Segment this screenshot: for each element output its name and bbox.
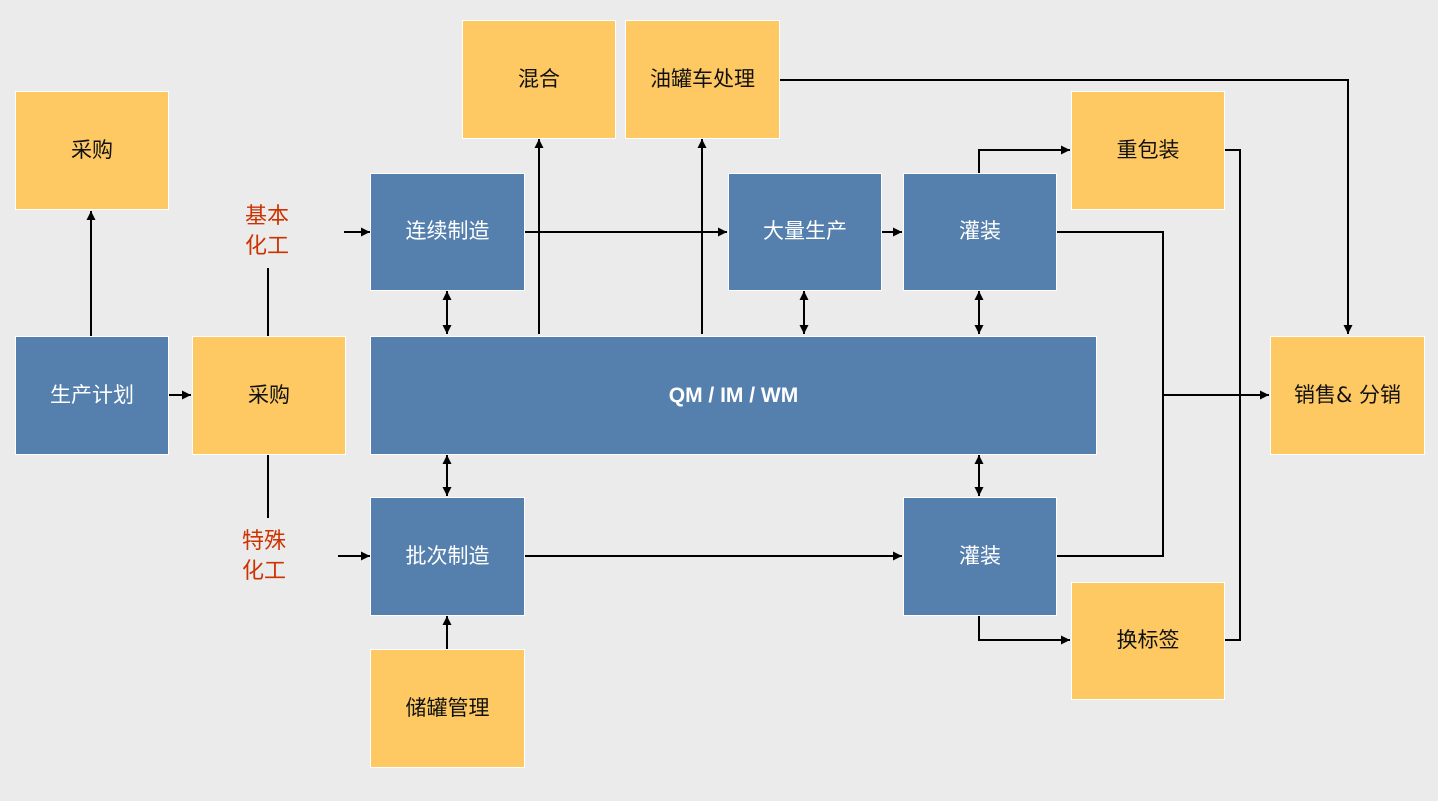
procure-label: 采购: [248, 382, 290, 407]
specialty-chemicals-label: 特殊 化工: [234, 527, 294, 587]
filling-bottom-box[interactable]: 灌装: [903, 497, 1057, 616]
repackaging-label: 重包装: [1116, 137, 1180, 162]
mass-production-label: 大量生产: [763, 219, 847, 244]
continuous-manufacturing-label: 连续制造: [405, 219, 490, 244]
basic-chemicals-line2: 化工: [244, 234, 289, 259]
tanker-handling-label: 油罐车处理: [650, 66, 755, 91]
mass-production-box[interactable]: 大量生产: [728, 173, 882, 291]
sales-distribution-label: 销售& 分销: [1293, 382, 1402, 407]
procure-box[interactable]: 采购: [192, 336, 346, 455]
production-plan-label: 生产计划: [50, 382, 134, 407]
specialty-chemicals-line1: 特殊: [241, 529, 286, 554]
batch-manufacturing-box[interactable]: 批次制造: [370, 497, 525, 616]
qm-im-wm-box[interactable]: QM / IM / WM: [370, 336, 1097, 455]
filling-top-box[interactable]: 灌装: [903, 173, 1057, 291]
qm-im-wm-label: QM / IM / WM: [668, 383, 799, 407]
arrow-fill-to-relabel: [978, 615, 1070, 645]
arrow-fill-to-repack: [978, 145, 1070, 173]
tank-management-label: 储罐管理: [405, 695, 490, 720]
filling-bottom-label: 灌装: [959, 543, 1001, 568]
specialty-chemicals-line2: 化工: [241, 559, 286, 584]
relabeling-box[interactable]: 换标签: [1071, 582, 1225, 700]
mixing-label: 混合: [518, 66, 560, 91]
tank-management-box[interactable]: 储罐管理: [370, 649, 525, 768]
procure-top-box[interactable]: 采购: [15, 91, 169, 210]
basic-chemicals-line1: 基本: [244, 204, 289, 229]
tanker-handling-box[interactable]: 油罐车处理: [625, 20, 780, 139]
procure-top-label: 采购: [71, 137, 113, 162]
sales-distribution-box[interactable]: 销售& 分销: [1270, 336, 1425, 455]
mixing-box[interactable]: 混合: [462, 20, 616, 139]
batch-manufacturing-label: 批次制造: [405, 543, 490, 568]
filling-top-label: 灌装: [959, 219, 1001, 244]
arrow-tanker-to-sales: [779, 79, 1353, 334]
continuous-manufacturing-box[interactable]: 连续制造: [370, 173, 525, 291]
production-plan-box[interactable]: 生产计划: [15, 336, 169, 455]
repackaging-box[interactable]: 重包装: [1071, 91, 1225, 210]
basic-chemicals-label: 基本 化工: [237, 202, 297, 262]
relabeling-label: 换标签: [1116, 628, 1180, 653]
